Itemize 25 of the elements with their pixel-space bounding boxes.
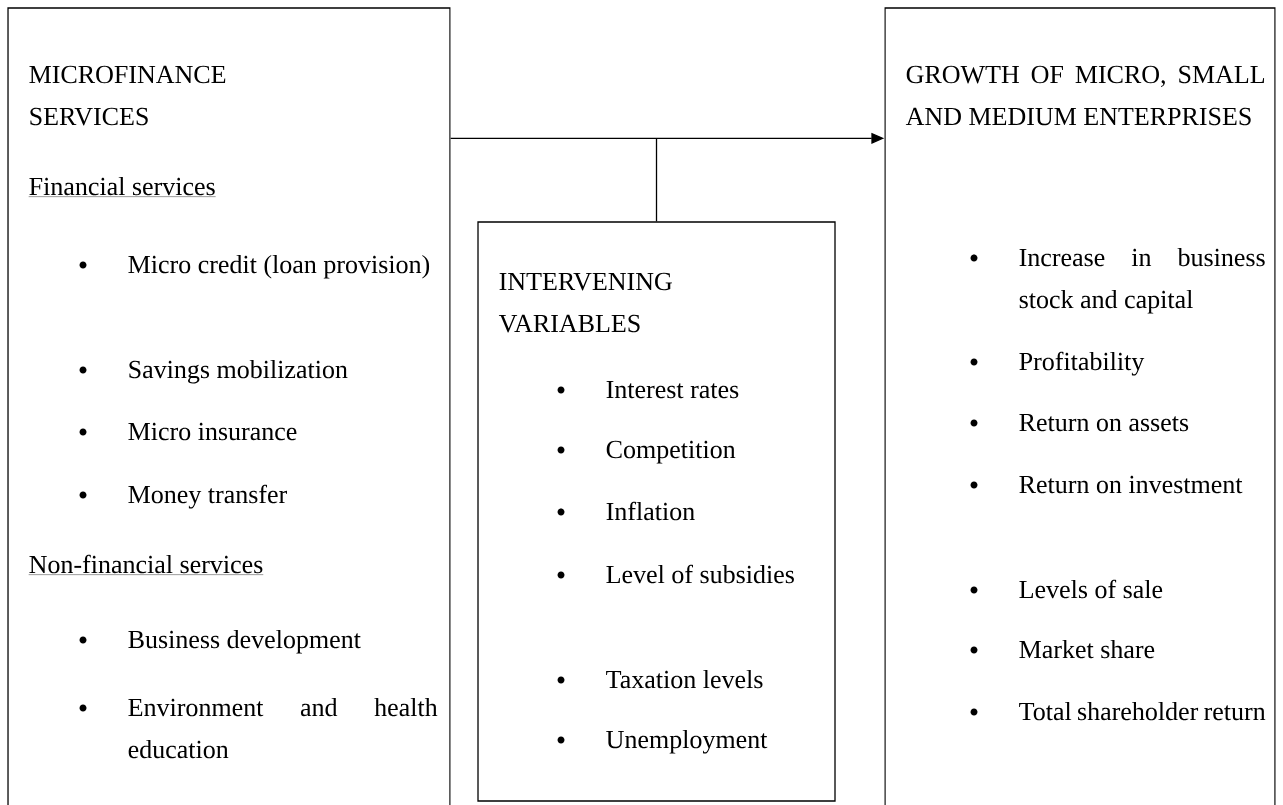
list-item: Return on assets xyxy=(1019,413,1189,432)
list-item: Total shareholder return xyxy=(1019,701,1266,721)
list-item: Interest rates xyxy=(606,380,739,399)
list-item: Business development xyxy=(128,629,361,654)
list-item: Unemployment xyxy=(606,729,768,754)
list-item: Environment and health education xyxy=(128,697,438,759)
list-item: Levels of sale xyxy=(1019,579,1163,599)
list-item: Market share xyxy=(1019,639,1155,659)
heading: INTERVENING VARIABLES xyxy=(498,272,672,333)
section-heading: Financial services xyxy=(28,176,216,197)
list-item: Money transfer xyxy=(128,484,287,509)
list-item: Profitability xyxy=(1019,351,1145,376)
list-item: Micro insurance xyxy=(128,422,297,441)
heading: MICROFINANCE SERVICES xyxy=(29,65,226,126)
list-item: Savings mobilization xyxy=(129,359,348,384)
list-item: Inflation xyxy=(606,501,695,521)
list-item: Increase in business stock and capital xyxy=(1019,247,1265,314)
list-item: Level of subsidies xyxy=(606,564,794,584)
list-item: Competition xyxy=(606,440,736,464)
list-item: Return on investment xyxy=(1019,475,1243,494)
list-item: Micro credit (loan provision) xyxy=(128,254,430,279)
heading: GROWTH OF MICRO, SMALL AND MEDIUM ENTERPRISES xyxy=(905,65,1265,126)
section-heading: Non-financial services xyxy=(28,554,264,575)
list-item: Taxation levels xyxy=(606,669,763,689)
connector xyxy=(655,137,658,222)
